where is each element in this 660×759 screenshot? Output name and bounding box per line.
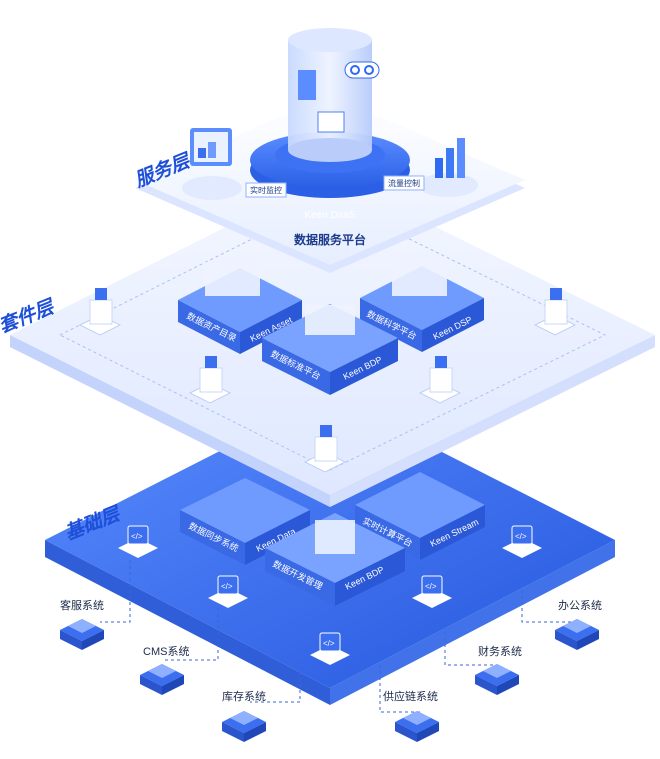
bar-chart-icon bbox=[418, 138, 478, 197]
code-icon: </> bbox=[310, 632, 350, 665]
code-icon: </> bbox=[412, 575, 452, 608]
server-node bbox=[78, 288, 122, 336]
system-office: 办公系统 bbox=[555, 599, 602, 650]
svg-text:</>: </> bbox=[131, 532, 143, 541]
svg-text:</>: </> bbox=[515, 532, 527, 541]
system-inventory: 库存系统 bbox=[222, 689, 266, 742]
system-finance-label: 财务系统 bbox=[478, 644, 522, 658]
service-layer: Keen DaaS 数据服务平台 实时监控 流量控制 服务层 bbox=[131, 28, 525, 273]
svg-text:</>: </> bbox=[425, 582, 437, 591]
base-layer: 数据同步系统 Keen Data 实时计算平台 Keen Stream 数据开发… bbox=[45, 395, 615, 705]
base-block-front: 数据开发管理 Keen BDP bbox=[265, 513, 405, 606]
system-inventory-label: 库存系统 bbox=[222, 689, 266, 703]
tag-flow-label: 流量控制 bbox=[388, 178, 420, 188]
server-node bbox=[418, 356, 462, 404]
server-node bbox=[533, 288, 577, 336]
suite-layer: 数据资产目录 Keen Asset 数据科学平台 Keen DSP 数据标准平台… bbox=[0, 175, 655, 507]
base-block-left: 数据同步系统 Keen Data bbox=[180, 478, 310, 565]
tag-monitor: 实时监控 bbox=[245, 182, 287, 198]
system-office-label: 办公系统 bbox=[558, 599, 602, 612]
server-node bbox=[303, 425, 347, 473]
svg-text:</>: </> bbox=[221, 582, 233, 591]
external-systems: 客服系统 CMS系统 库存系统 供应链系统 财务 bbox=[60, 598, 602, 742]
toggle-icon bbox=[344, 61, 380, 79]
system-finance: 财务系统 bbox=[475, 644, 522, 695]
system-cms-label: CMS系统 bbox=[143, 645, 189, 658]
code-icon: </> bbox=[502, 525, 542, 558]
system-supply-chain: 供应链系统 bbox=[383, 689, 439, 742]
code-icon: </> bbox=[208, 575, 248, 608]
platform-title: 数据服务平台 bbox=[294, 232, 366, 247]
suite-block-left: 数据资产目录 Keen Asset bbox=[178, 262, 302, 354]
tag-monitor-label: 实时监控 bbox=[250, 185, 282, 195]
system-customer-service: 客服系统 bbox=[60, 598, 104, 650]
tag-flow: 流量控制 bbox=[383, 175, 425, 191]
core-label: Keen DaaS bbox=[304, 210, 355, 221]
monitor-icon bbox=[182, 128, 242, 200]
code-icon: </> bbox=[118, 525, 158, 558]
system-connectors bbox=[100, 560, 575, 713]
system-customer-service-label: 客服系统 bbox=[60, 598, 104, 612]
system-cms: CMS系统 bbox=[140, 645, 189, 695]
suite-block-front: 数据标准平台 Keen BDP bbox=[262, 304, 398, 395]
svg-text:</>: </> bbox=[323, 639, 335, 648]
server-node bbox=[188, 356, 232, 404]
system-supply-chain-label: 供应链系统 bbox=[383, 689, 438, 703]
